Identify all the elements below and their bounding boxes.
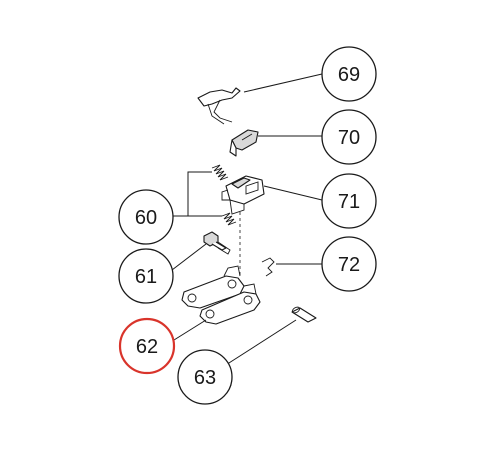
callout-70: 70	[321, 109, 377, 165]
part-63-pin	[291, 306, 317, 323]
callout-71: 71	[321, 173, 377, 229]
svg-text:70: 70	[338, 127, 360, 149]
leader-71	[263, 185, 323, 201]
leader-60	[172, 171, 222, 217]
callout-60: 60	[118, 189, 174, 245]
leader-63	[217, 319, 297, 371]
svg-text:61: 61	[135, 266, 157, 288]
part-70-latch-cap	[229, 129, 259, 157]
callout-63: 63	[177, 349, 233, 405]
callout-61: 61	[118, 248, 174, 304]
part-60-spring-lower	[221, 212, 237, 226]
part-62-link-plates	[181, 265, 261, 325]
svg-text:69: 69	[338, 64, 360, 86]
svg-text:71: 71	[338, 191, 360, 213]
leader-61	[171, 243, 207, 271]
leader-62	[173, 319, 207, 341]
part-60-spring-upper	[211, 164, 229, 181]
svg-text:63: 63	[194, 367, 216, 389]
part-72-wire-spring	[261, 257, 275, 277]
part-71-latch-body	[221, 175, 265, 215]
svg-text:60: 60	[135, 207, 157, 229]
callout-62: 62	[118, 317, 176, 375]
part-69-clip	[197, 87, 241, 125]
svg-text:62: 62	[136, 336, 158, 358]
leader-69	[243, 73, 323, 93]
callout-72: 72	[321, 236, 377, 292]
svg-text:72: 72	[338, 254, 360, 276]
callout-69: 69	[321, 46, 377, 102]
part-61-bolt	[203, 231, 231, 255]
